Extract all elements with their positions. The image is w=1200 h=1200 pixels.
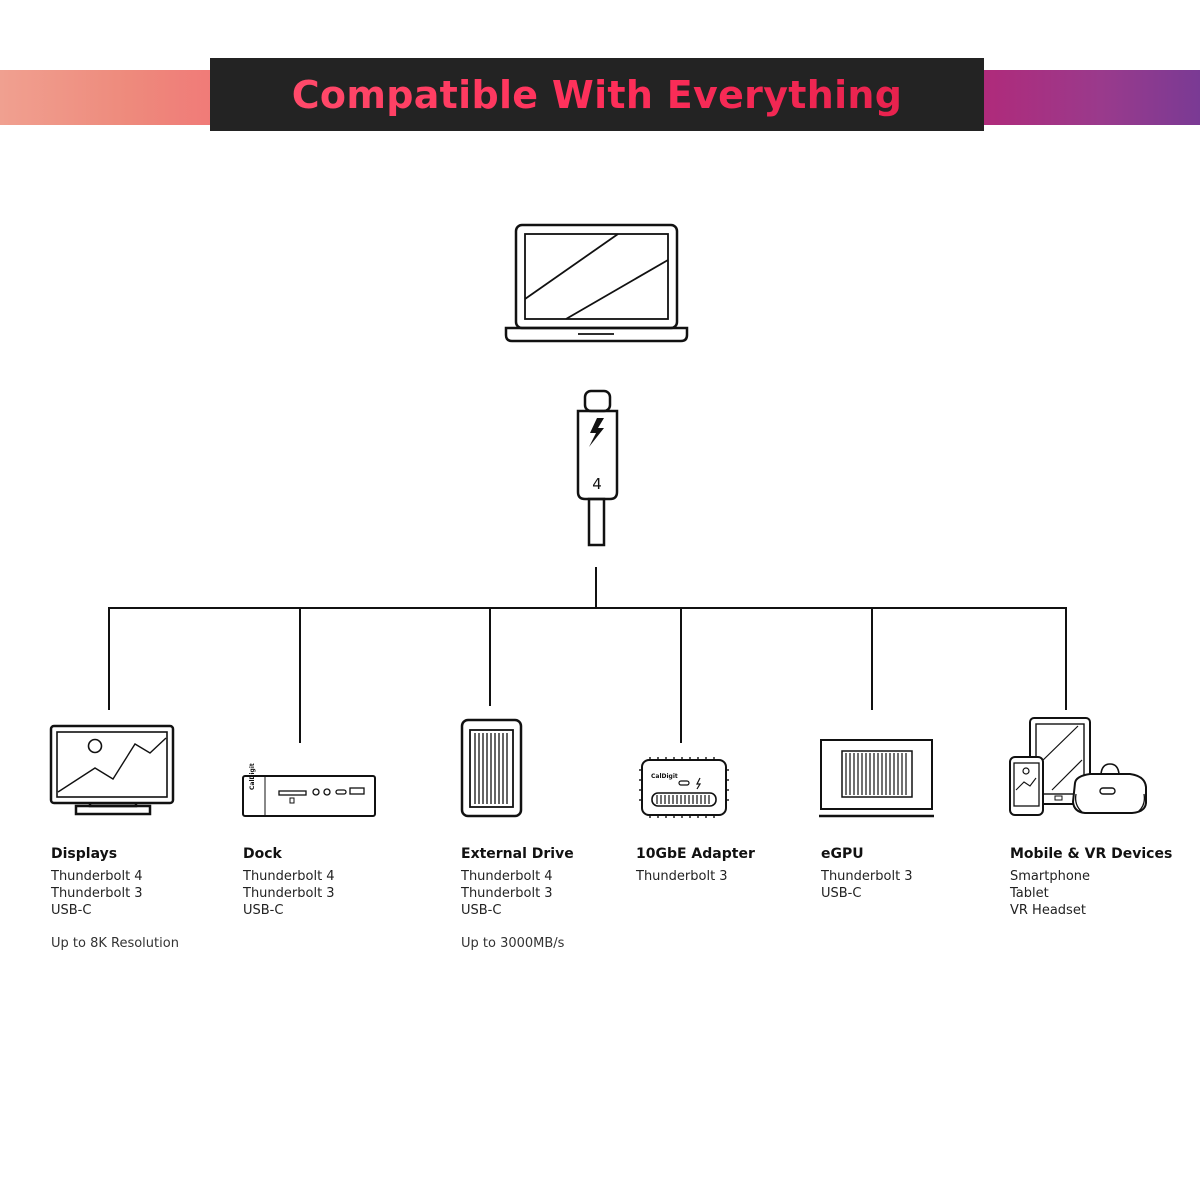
device-note: Up to 8K Resolution xyxy=(51,936,179,951)
device-name: Displays xyxy=(51,846,118,862)
device-compat: USB-C xyxy=(243,903,284,918)
device-compat: Thunderbolt 3 xyxy=(243,886,335,901)
device-label-egpu: eGPU Thunderbolt 3 USB-C xyxy=(821,846,913,902)
device-label-mobile-vr: Mobile & VR Devices Smartphone Tablet VR… xyxy=(1010,846,1172,919)
device-compat: Thunderbolt 3 xyxy=(461,886,553,901)
thunderbolt-cable-icon xyxy=(576,389,619,547)
device-label-10gbe-adapter: 10GbE Adapter Thunderbolt 3 xyxy=(636,846,755,885)
mobile-vr-icon xyxy=(1009,717,1147,816)
device-compat: Thunderbolt 4 xyxy=(243,869,335,884)
device-name: 10GbE Adapter xyxy=(636,846,755,862)
device-compat: Tablet xyxy=(1010,886,1049,901)
device-compat: Smartphone xyxy=(1010,869,1091,884)
device-compat: Thunderbolt 3 xyxy=(51,886,143,901)
device-compat: USB-C xyxy=(51,903,92,918)
device-compat: USB-C xyxy=(821,886,862,901)
dock-icon: CalDigit xyxy=(242,763,376,817)
device-compat: Thunderbolt 4 xyxy=(461,869,553,884)
page-title: Compatible With Everything xyxy=(291,72,903,117)
thunderbolt-bolt-icon xyxy=(589,418,604,447)
device-compat: Thunderbolt 4 xyxy=(51,869,143,884)
device-label-dock: Dock Thunderbolt 4 Thunderbolt 3 USB-C xyxy=(243,846,335,919)
device-compat: Thunderbolt 3 xyxy=(821,869,913,884)
device-compat: Thunderbolt 3 xyxy=(636,869,728,884)
laptop-icon xyxy=(504,223,689,343)
device-name: Dock xyxy=(243,846,282,862)
svg-text:CalDigit: CalDigit xyxy=(249,763,256,790)
monitor-icon xyxy=(49,724,175,816)
svg-text:CalDigit: CalDigit xyxy=(651,773,678,780)
device-compat: VR Headset xyxy=(1010,903,1086,918)
external-drive-icon xyxy=(460,718,523,818)
device-name: Mobile & VR Devices xyxy=(1010,846,1173,862)
header-band-right xyxy=(980,70,1200,125)
network-adapter-icon: CalDigit xyxy=(639,757,729,818)
device-label-displays: Displays Thunderbolt 4 Thunderbolt 3 USB… xyxy=(51,846,179,951)
device-note: Up to 3000MB/s xyxy=(461,936,565,951)
device-label-external-drive: External Drive Thunderbolt 4 Thunderbolt… xyxy=(461,846,574,951)
egpu-icon xyxy=(819,739,934,818)
header-band-left xyxy=(0,70,215,125)
device-name: eGPU xyxy=(821,846,864,862)
connection-lines xyxy=(108,567,1067,743)
cable-version-label: 4 xyxy=(592,475,602,493)
title-banner: Compatible With Everything xyxy=(210,58,984,131)
device-compat: USB-C xyxy=(461,903,502,918)
device-name: External Drive xyxy=(461,846,574,862)
